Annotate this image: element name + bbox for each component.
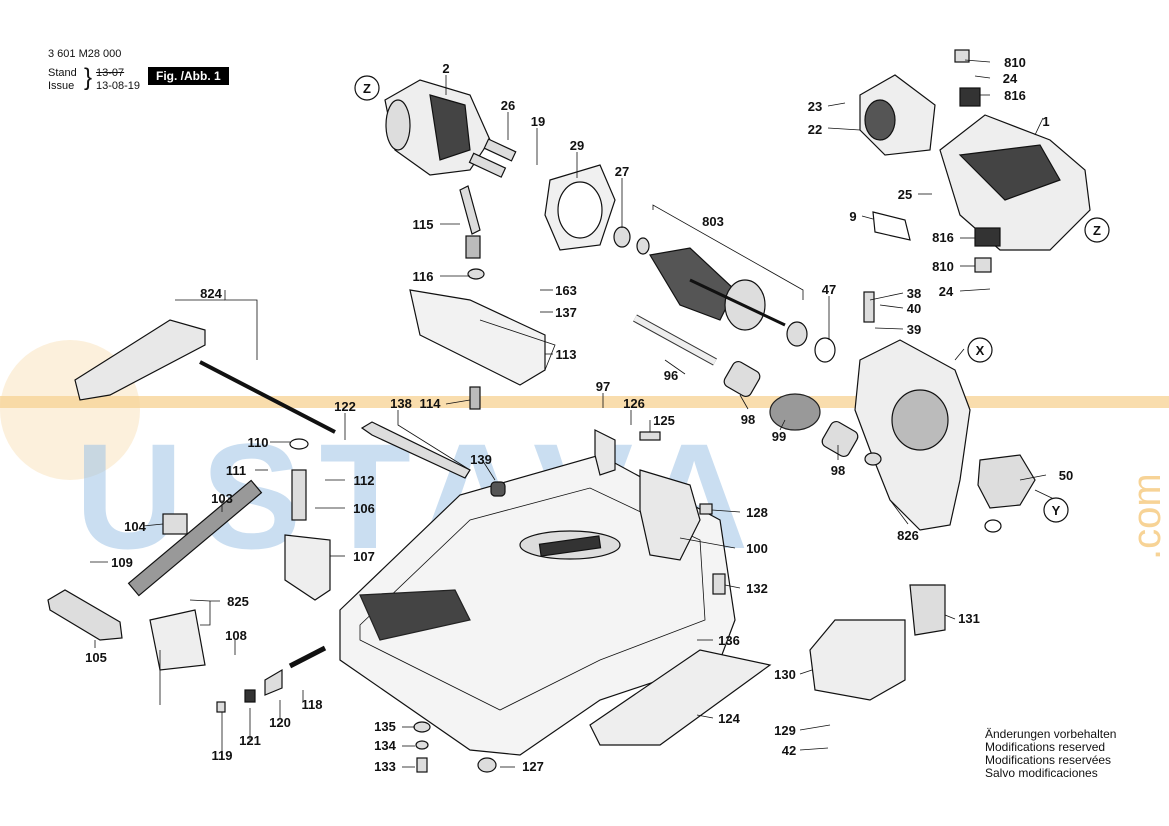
threaded-rod [127,479,263,597]
hex-wrench [360,421,471,479]
handle [74,319,206,401]
plate [589,649,772,746]
part-label: 24 [939,284,954,299]
notes-block: Änderungen vorbehalten Modifications res… [985,728,1116,780]
part-label: 9 [849,209,856,224]
part-label: 825 [227,594,249,609]
part-label: 105 [85,650,107,665]
part-label: 816 [1004,88,1026,103]
part-label: 29 [570,138,584,153]
part-label: 119 [212,748,233,763]
part-label: 133 [374,759,396,774]
part-label: 40 [907,301,921,316]
chip-tray [809,619,906,701]
part-label: 125 [653,413,675,428]
part-label: 98 [741,412,755,427]
part-label: 106 [353,501,375,516]
part-label: 1 [1042,114,1049,129]
watermark-suffix: .com [1125,473,1169,560]
part-label: 100 [746,541,768,556]
part-label: 103 [211,491,233,506]
callout-x: X [976,343,985,358]
part-label: 108 [225,628,247,643]
stand-label: Stand [48,67,77,79]
part-label: 24 [1003,71,1018,86]
part-label: 98 [831,463,845,478]
part-label: 826 [897,528,919,543]
part-label: 124 [718,711,740,726]
document-number: 3 601 M28 000 [48,48,122,60]
part-label: 810 [932,259,954,274]
note-fr: Modifications reservées [985,753,1112,767]
part-label: 107 [353,549,375,564]
issue-date: 13-08-19 [96,80,141,92]
figure-label: Fig. /Abb. 1 [148,67,229,85]
brace: } [84,64,93,91]
part-label: 26 [501,98,515,113]
note-es: Salvo modificaciones [985,766,1098,780]
part-label: 23 [808,99,822,114]
part-label: 42 [782,743,796,758]
part-label: 132 [746,581,768,596]
armature [636,237,808,347]
part-label: 126 [623,396,645,411]
part-label: 116 [413,269,434,284]
part-label: 96 [664,368,678,383]
issue-label: Issue [48,80,75,92]
part-label: 110 [248,435,269,450]
note-en: Modifications reserved [985,740,1106,754]
part-label: 810 [1004,55,1026,70]
part-label: 104 [124,519,146,534]
part-label: 109 [111,555,133,570]
part-label: 135 [374,719,396,734]
part-label: 2 [442,61,449,76]
part-label: 113 [556,347,577,362]
part-label: 50 [1059,468,1073,483]
part-label: 99 [772,429,786,444]
part-label: 121 [239,733,261,748]
part-label: 163 [555,283,577,298]
part-label: 38 [907,286,921,301]
callout-y: Y [1052,503,1061,518]
callout-z-top: Z [363,81,371,96]
part-label: 47 [822,282,836,297]
part-label: 25 [898,187,912,202]
part-label: 139 [470,452,492,467]
part-label: 131 [958,611,980,626]
note-de: Änderungen vorbehalten [985,727,1117,741]
part-label: 816 [932,230,954,245]
watermark-band [0,396,1169,408]
stand-date: 13-07 [96,67,125,79]
part-label: 19 [531,114,545,129]
part-label: 130 [774,667,796,682]
part-label: 803 [702,214,724,229]
part-label: 134 [374,738,396,753]
part-label: 112 [354,473,375,488]
callout-z-right: Z [1093,223,1101,238]
part-label: 138 [390,396,412,411]
part-label: 22 [808,122,822,137]
part-label: 114 [420,396,442,411]
part-label: 118 [302,697,323,712]
part-label: 824 [200,286,222,301]
part-label: 39 [907,322,921,337]
part-label: 127 [522,759,544,774]
part-label: 97 [596,379,610,394]
part-label: 120 [269,715,291,730]
part-label: 137 [555,305,577,320]
part-label: 128 [746,505,768,520]
part-label: 136 [718,633,740,648]
part-label: 27 [615,164,629,179]
part-label: 129 [774,723,796,738]
blade-guard [409,289,546,386]
part-label: 115 [413,217,434,232]
part-label: 122 [334,399,356,414]
part-label: 111 [226,463,246,478]
